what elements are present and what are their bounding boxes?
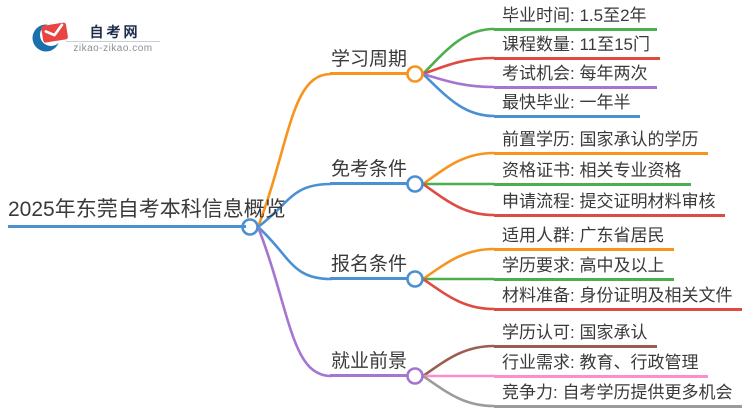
root-node-label[interactable]: 2025年东莞自考本科信息概览 [8,197,286,228]
connector-line [256,225,333,378]
leaf-node-label[interactable]: 资格证书: 相关专业资格 [494,161,692,186]
logo-divider [66,41,160,42]
leaf-node-label[interactable]: 课程数量: 11至15门 [494,35,661,60]
leaf-node-label[interactable]: 学历要求: 高中及以上 [494,256,675,281]
branch-node-label[interactable]: 学习周期 [330,48,408,75]
branch-node-circle[interactable] [406,270,424,288]
branch-node-circle[interactable] [406,175,424,193]
connector-line [421,182,496,217]
leaf-node-label[interactable]: 毕业时间: 1.5至2年 [494,6,657,31]
connector-line [421,72,496,89]
leaf-node-label[interactable]: 行业需求: 教育、行政管理 [494,353,709,378]
site-logo: 自考网 zikao-zikao.com [30,14,160,58]
connector-line [421,151,496,186]
leaf-node-label[interactable]: 适用人群: 广东省居民 [494,226,675,251]
leaf-node-label[interactable]: 最快毕业: 一年半 [494,93,641,118]
logo-site-url: zikao-zikao.com [73,43,153,54]
branch-node-label[interactable]: 免考条件 [330,158,408,185]
branch-node-circle[interactable] [406,367,424,385]
leaf-node-label[interactable]: 申请流程: 提交证明材料审核 [494,192,726,217]
connector-line [421,374,496,408]
leaf-node-label[interactable]: 前置学历: 国家承认的学历 [494,130,709,155]
connector-line [256,72,333,229]
branch-node-label[interactable]: 报名条件 [330,253,408,280]
leaf-node-label[interactable]: 学历认可: 国家承认 [494,323,658,348]
connector-line [421,247,496,281]
leaf-node-label[interactable]: 材料准备: 身份证明及相关文件 [494,286,743,311]
connector-line [256,225,333,281]
connector-line [421,277,496,311]
connector-line [256,182,333,229]
logo-cap-icon [32,22,68,52]
branch-node-circle[interactable] [406,65,424,83]
branch-node-label[interactable]: 就业前景 [330,350,408,377]
connector-line [421,27,496,76]
logo-site-name: 自考网 [89,24,141,40]
connector-line [421,344,496,378]
connector-line [421,72,496,118]
leaf-node-label[interactable]: 考试机会: 每年两次 [494,64,658,89]
leaf-node-label[interactable]: 竞争力: 自考学历提供更多机会 [494,383,743,408]
connector-line [421,56,496,76]
